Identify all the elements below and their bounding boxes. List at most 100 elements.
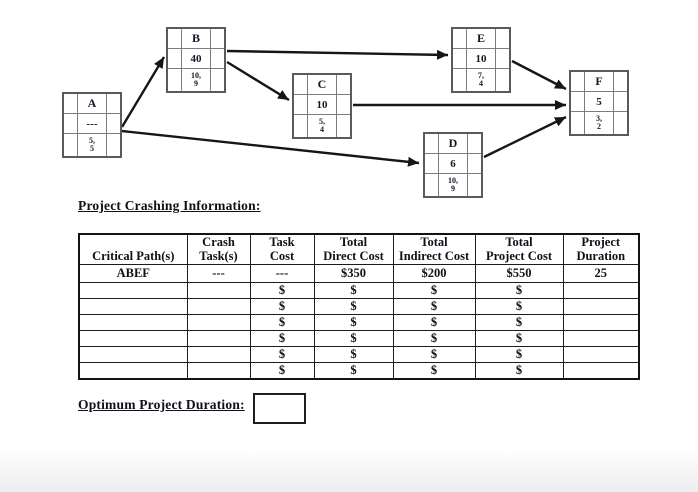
cell-critical-path [78,330,188,347]
arrow-e-to-f [511,59,567,91]
optimum-duration-label: Optimum Project Duration: [78,397,245,412]
node-cell [211,29,224,48]
task-crash-cost: 6 [439,154,467,173]
cell-indirect-cost: $200 [392,264,476,283]
node-cell [294,95,307,114]
arrow-b-to-e [226,49,449,60]
cell-project-cost: $ [474,346,564,363]
node-cell [453,49,466,68]
task-crash-cost: --- [78,114,106,133]
node-cell [211,49,224,68]
cell-direct-cost: $ [313,298,394,315]
task-crash-cost: 40 [182,49,210,68]
node-cell [468,174,481,196]
cell-task-cost: $ [249,346,315,363]
node-cell [571,72,584,91]
cell-critical-path [78,282,188,299]
cell-crash-task [186,346,251,363]
node-cell [614,92,627,111]
table-row: $ $ $ $ [78,298,640,315]
cell-duration [562,282,640,299]
project-network-diagram: A --- 5, 5 B 40 10, 9 C 10 [0,0,698,230]
cell-task-cost: $ [249,282,315,299]
cell-task-cost: $ [249,362,315,380]
cell-project-cost: $ [474,282,564,299]
header-direct-cost: Total Direct Cost [313,233,394,265]
node-cell [64,94,77,113]
cell-crash-task [186,362,251,380]
cell-critical-path [78,362,188,380]
node-cell [571,92,584,111]
node-cell [168,49,181,68]
cell-indirect-cost: $ [392,282,476,299]
cell-duration [562,362,640,380]
arrow-a-to-b [120,56,166,128]
node-cell [294,75,307,94]
cell-critical-path [78,314,188,331]
cell-critical-path: ABEF [78,264,188,283]
cell-crash-task [186,314,251,331]
cell-project-cost: $ [474,362,564,380]
task-node-c: C 10 5, 4 [292,73,352,139]
cell-crash-task [186,330,251,347]
task-letter: C [308,75,336,94]
node-cell [107,94,120,113]
node-cell [211,69,224,91]
node-cell [168,69,181,91]
table-row: ABEF --- --- $350 $200 $550 25 [78,264,640,283]
cell-indirect-cost: $ [392,298,476,315]
arrow-d-to-f [483,115,567,159]
header-task-cost: Task Cost [249,233,315,265]
table-row: $ $ $ $ [78,282,640,299]
cell-duration [562,346,640,363]
cell-task-cost: $ [249,298,315,315]
cell-task-cost: --- [249,264,315,283]
node-cell [468,154,481,173]
cell-direct-cost: $ [313,282,394,299]
table-row: $ $ $ $ [78,362,640,380]
header-project-cost: Total Project Cost [474,233,564,265]
task-letter: F [585,72,613,91]
node-cell [496,29,509,48]
task-times: 10, 9 [439,174,467,196]
task-times: 5, 4 [308,115,336,137]
node-cell [496,69,509,91]
task-node-f: F 5 3, 2 [569,70,629,136]
cell-project-cost: $ [474,330,564,347]
cell-duration [562,298,640,315]
arrow-a-to-d [121,129,420,167]
task-times: 3, 2 [585,112,613,134]
cell-critical-path [78,298,188,315]
cell-indirect-cost: $ [392,330,476,347]
cell-direct-cost: $ [313,314,394,331]
cell-project-cost: $ [474,298,564,315]
node-cell [468,134,481,153]
node-cell [337,115,350,137]
node-cell [453,29,466,48]
task-crash-cost: 10 [467,49,495,68]
cell-direct-cost: $350 [313,264,394,283]
task-node-b: B 40 10, 9 [166,27,226,93]
task-letter: E [467,29,495,48]
node-cell [107,134,120,156]
node-cell [337,75,350,94]
task-letter: B [182,29,210,48]
header-duration: Project Duration [562,233,640,265]
node-cell [614,112,627,134]
table-header-row: Critical Path(s) Crash Task(s) Task Cost… [78,233,640,265]
task-crash-cost: 10 [308,95,336,114]
task-node-a: A --- 5, 5 [62,92,122,158]
cell-crash-task: --- [186,264,251,283]
cell-project-cost: $550 [474,264,564,283]
cell-duration: 25 [562,264,640,283]
cell-task-cost: $ [249,314,315,331]
task-times: 7, 4 [467,69,495,91]
node-cell [168,29,181,48]
header-indirect-cost: Total Indirect Cost [392,233,476,265]
cell-project-cost: $ [474,314,564,331]
node-cell [294,115,307,137]
table-row: $ $ $ $ [78,330,640,347]
header-critical-path: Critical Path(s) [78,233,188,265]
optimum-duration-answer-box[interactable] [253,393,306,424]
table-row: $ $ $ $ [78,346,640,363]
